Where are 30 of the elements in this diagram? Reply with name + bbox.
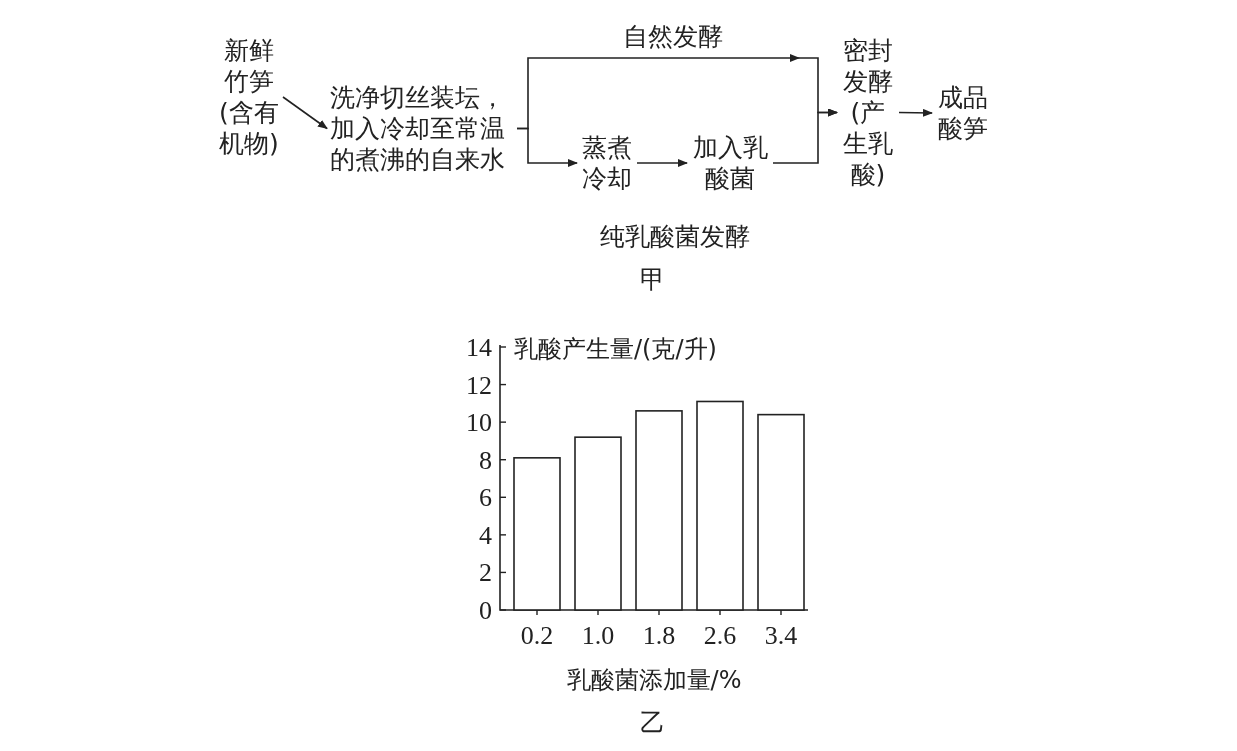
axis-title: 乳酸菌添加量/%	[566, 666, 742, 694]
flow-step-text: 蒸煮冷却	[580, 132, 634, 194]
tick-label: 2.6	[703, 621, 737, 650]
flow-step-text: 洗净切丝装坛，加入冷却至常温的煮沸的自来水	[330, 82, 514, 175]
flow-step-text: 加入乳酸菌	[690, 132, 770, 194]
tick-label: 1.0	[581, 621, 615, 650]
tick-label: 8	[479, 445, 492, 475]
tick-label: 1.8	[642, 621, 676, 650]
branch-caption: 纯乳酸菌发酵	[600, 222, 750, 252]
arrow	[516, 127, 578, 167]
arrow	[282, 96, 328, 130]
figure-label: 乙	[640, 708, 665, 738]
tick-label: 0	[479, 596, 492, 625]
figure-label: 甲	[640, 265, 665, 295]
tick-label: 6	[479, 483, 492, 513]
arrow	[898, 108, 933, 117]
arrow	[636, 159, 688, 167]
edge-label: 自然发酵	[622, 22, 724, 52]
tick-label: 10	[466, 408, 492, 438]
flow-step-text: 成品酸笋	[935, 82, 991, 144]
axis-title: 乳酸产生量/(克/升)	[514, 335, 717, 363]
tick-label: 14	[466, 333, 492, 362]
tick-label: 0.2	[520, 621, 554, 650]
tick-label: 12	[466, 370, 492, 400]
flow-step-text: 新鲜竹笋(含有机物)	[218, 35, 280, 159]
tick-label: 3.4	[764, 621, 798, 650]
tick-label: 2	[479, 558, 492, 588]
arrow	[772, 108, 838, 164]
tick-label: 4	[479, 520, 492, 550]
flow-step-text: 密封发酵(产生乳酸)	[840, 35, 896, 190]
